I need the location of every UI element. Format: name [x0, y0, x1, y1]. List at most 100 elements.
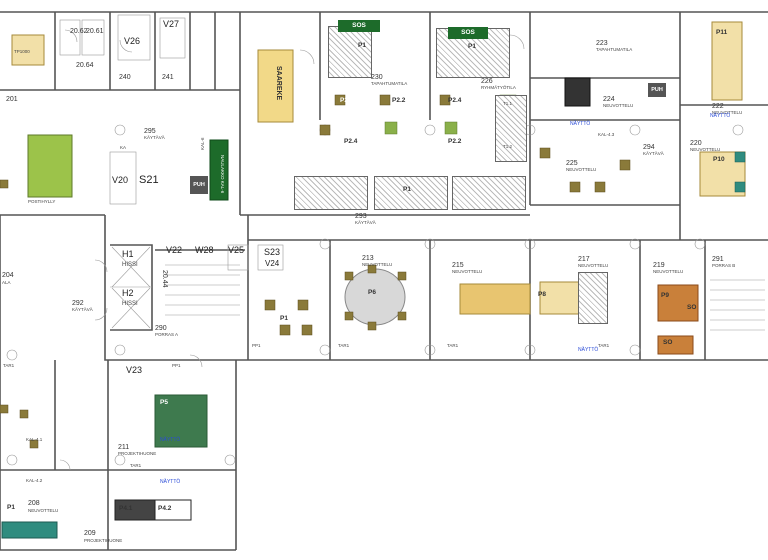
room-211-name: PROJEKTIHUONE — [118, 451, 157, 456]
tag-p6: P6 — [368, 289, 376, 296]
tag-t1-1: T1.1 — [503, 101, 513, 106]
room-v25: V25 — [228, 245, 245, 255]
phone-booth-1: PUH — [190, 176, 208, 194]
room-226-name: RYHMÄTYÖTILA — [481, 85, 516, 90]
tag-p2-4: P2.4 — [344, 138, 358, 145]
room-s23: S23 — [264, 247, 281, 257]
sos-tag-left: SOS — [338, 20, 380, 32]
room-209-number: 209 — [84, 530, 96, 537]
tag-p10: P10 — [713, 156, 725, 163]
room-s21: S21 — [139, 174, 159, 186]
tag-p11: P11 — [716, 29, 728, 36]
room-241-number: 241 — [162, 74, 174, 81]
room-223-name: TAPAHTUMATILA — [596, 47, 633, 52]
room-295-number: 295 — [144, 128, 156, 135]
room-v27: V27 — [163, 19, 180, 29]
tag-p1-208: P1 — [7, 504, 15, 511]
room-213-number: 213 — [362, 255, 374, 262]
room-215-number: 215 — [452, 262, 464, 269]
room-213-name: NEUVOTTELU — [362, 262, 393, 267]
room-224-name: NEUVOTTELU — [603, 103, 634, 108]
tag-so2: SO — [663, 339, 673, 346]
room-219-number: 219 — [653, 262, 665, 269]
room-292-number: 292 — [72, 300, 84, 307]
room-291-name: PORRAS B — [712, 263, 736, 268]
tag-tar1-213: TAR1 — [338, 343, 350, 348]
tag-pp1-b: PP1 — [252, 343, 261, 348]
room-220-name: NEUVOTTELU — [690, 147, 721, 152]
tag-p4-1: P4.1 — [119, 505, 133, 512]
tag-pp1-a: PP1 — [172, 363, 181, 368]
tag-p9: P9 — [661, 292, 669, 299]
room-230-name: TAPAHTUMATILA — [371, 81, 408, 86]
room-219-name: NEUVOTTELU — [653, 269, 684, 274]
room-208-name: NEUVOTTELU — [28, 508, 59, 513]
room-20-62: 20.62 — [70, 28, 88, 35]
room-204-name: ALA — [2, 280, 11, 285]
tag-so: SO — [687, 304, 697, 311]
room-20-61: 20.61 — [86, 28, 104, 35]
room-294-name: KÄYTÄVÄ — [643, 151, 664, 156]
tag-p2-2b: P2.2 — [448, 138, 462, 145]
tag-postihylly: POSTIHYLLY — [28, 199, 56, 204]
room-215-name: NEUVOTTELU — [452, 269, 483, 274]
room-220-number: 220 — [690, 140, 702, 147]
room-222-name: NEUVOTTELU — [712, 110, 743, 115]
tag-p5: P5 — [160, 399, 168, 406]
tag-p1-sos2: P1 — [468, 43, 476, 50]
room-204-number: 204 — [2, 272, 14, 279]
tag-naytto-211: NÄYTTÖ — [160, 437, 181, 443]
tag-p1-hatch: P1 — [403, 186, 411, 193]
room-294-number: 294 — [643, 144, 655, 151]
tag-p2-3: P2.3 — [392, 138, 406, 145]
room-217-number: 217 — [578, 256, 590, 263]
room-v24: V24 — [265, 259, 280, 268]
room-290-name: PORRAS A — [155, 332, 179, 337]
room-291-number: 291 — [712, 256, 724, 263]
hatch-zone-4 — [495, 95, 527, 162]
room-v20: V20 — [112, 175, 129, 185]
room-293-number: 293 — [355, 213, 367, 220]
room-v23: V23 — [126, 365, 143, 375]
tag-t1-2: T1.2 — [503, 144, 513, 149]
tag-p2-4b: P2.4 — [448, 97, 462, 104]
room-224-number: 224 — [603, 96, 615, 103]
elevator-h1: H1 — [122, 249, 134, 259]
hatch-zone-2 — [374, 176, 448, 210]
tag-tar1-217: TAR1 — [598, 343, 610, 348]
room-v26: V26 — [124, 36, 141, 46]
room-225-number: 225 — [566, 160, 578, 167]
room-295-name: KÄYTÄVÄ — [144, 135, 165, 140]
room-201-number: 201 — [6, 96, 18, 103]
hatch-zone-5 — [578, 272, 608, 324]
tag-naytto-222: NÄYTTÖ — [710, 113, 731, 119]
room-292-name: KÄYTÄVÄ — [72, 307, 93, 312]
room-v22: V22 — [166, 245, 183, 255]
tag-p4-2: P4.2 — [158, 505, 172, 512]
elevator-h2: H2 — [122, 288, 134, 298]
hatch-zone-3 — [452, 176, 526, 210]
tag-kal-6: KAL-6 — [200, 137, 205, 150]
room-293-name: KÄYTÄVÄ — [355, 220, 376, 225]
tag-tar1-211: TAR1 — [130, 463, 142, 468]
room-209-name: PROJEKTIHUONE — [84, 538, 123, 543]
furniture — [0, 21, 746, 539]
tag-kal-4-2: KAL-4.2 — [26, 478, 43, 483]
tag-naytto-217: NÄYTTÖ — [578, 347, 599, 353]
tag-p2-2: P2.2 — [392, 97, 406, 104]
tag-kal-4-1: KAL-4.1 — [26, 437, 43, 442]
sos-tag-right: SOS — [448, 27, 488, 39]
room-226-number: 226 — [481, 78, 493, 85]
tag-p1-sos: P1 — [358, 42, 366, 49]
hatch-zone-1 — [294, 176, 368, 210]
tag-naulakko: NAULAKKO KAL-6 — [220, 155, 225, 194]
room-222-number: 222 — [712, 103, 724, 110]
tag-p1-213: P1 — [280, 315, 288, 322]
elevator-2-label: HISSI — [122, 301, 138, 307]
tag-naytto-209: NÄYTTÖ — [160, 479, 181, 485]
room-217-name: NEUVOTTELU — [578, 263, 609, 268]
tag-tar1-204: TAR1 — [3, 363, 15, 368]
tag-saareke: SAAREKE — [275, 66, 282, 101]
elevator-1-label: HISSI — [122, 262, 138, 268]
